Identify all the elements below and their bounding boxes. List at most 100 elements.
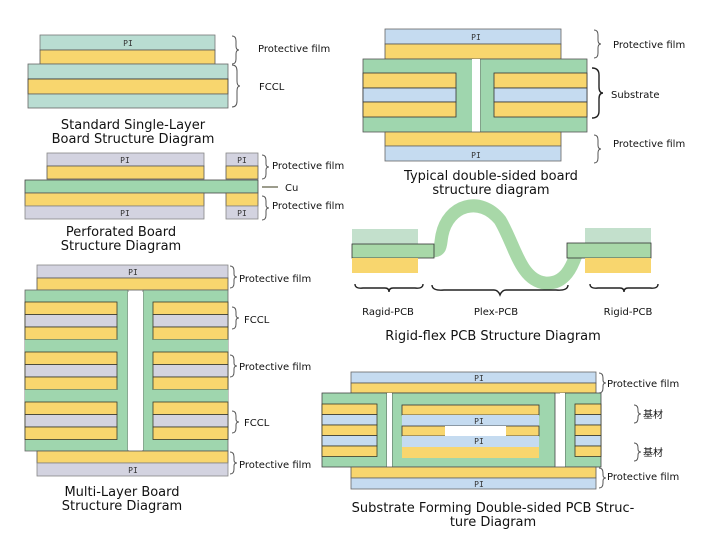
label-protective-film-top: Protective film — [272, 161, 344, 172]
pi-label-top: PI — [474, 374, 484, 383]
pi-label-bottom: PI — [128, 466, 138, 475]
cu-layer — [24, 179, 259, 194]
left-gap — [387, 393, 392, 467]
rigid-right-top — [585, 228, 651, 243]
copper-adhesive-layer — [152, 426, 229, 440]
inner-layers-left — [24, 301, 118, 440]
brace-substrate — [591, 67, 604, 119]
copper-adhesive-layer — [152, 326, 229, 340]
pi-bottom — [36, 462, 229, 477]
rigid-left-top — [352, 229, 418, 244]
brace-protective-film — [231, 35, 240, 65]
adhesive-bottom — [36, 450, 229, 464]
brace-flex — [431, 284, 569, 297]
label-fccl-2: FCCL — [244, 418, 270, 429]
left-inner-layers — [321, 403, 378, 457]
pi-bottom — [384, 145, 562, 162]
label-protective-film-2: Protective film — [239, 362, 311, 373]
brace-protective-film-bottom — [261, 195, 270, 221]
label-right-rigid: Rigid-PCB — [604, 307, 653, 318]
copper-adhesive-layer — [152, 401, 229, 415]
adhesive-bottom — [384, 131, 562, 147]
label-protective-film-1: Protective film — [239, 274, 311, 285]
fccl-top-layer — [27, 63, 229, 80]
core-layer — [25, 389, 117, 402]
double-sided-diagram: PI PI Protective film Substrate Protecti… — [362, 28, 685, 198]
rigid-right-bottom — [585, 258, 651, 273]
title-line-2: Board Structure Diagram — [52, 132, 215, 147]
core-layer — [25, 339, 117, 352]
adhesive-bottom-main — [24, 192, 205, 207]
rigid-left-flex-layer — [351, 243, 435, 259]
title-line-1: Typical double-sided board — [403, 169, 578, 184]
pi-layer — [574, 435, 602, 447]
pi-bottom-side — [225, 205, 259, 220]
label-substrate-2: 基材 — [643, 446, 663, 459]
rigid-left-bottom — [352, 258, 418, 273]
pi-layer — [24, 414, 118, 428]
adhesive-top — [384, 43, 562, 60]
through-hole — [472, 59, 480, 132]
brace-right-rigid — [589, 283, 659, 293]
pi-label-center-lower: PI — [474, 437, 484, 446]
pi-layer — [24, 314, 118, 328]
title: Rigid-flex PCB Structure Diagram — [385, 329, 601, 344]
copper-adhesive-layer — [574, 445, 602, 457]
right-gap — [560, 393, 565, 467]
pi-layer — [152, 414, 229, 428]
pi-layer — [321, 414, 378, 426]
inner-layers-left — [362, 72, 457, 118]
brace-protective-film-bottom — [593, 134, 602, 164]
pi-layer — [152, 314, 229, 328]
brace-protective-film-top — [593, 29, 602, 59]
copper-adhesive-layer — [24, 351, 118, 365]
pi-bottom — [350, 477, 597, 490]
title-line-1: Standard Single-Layer — [61, 118, 206, 133]
pi-bottom-main — [24, 205, 205, 220]
center-void — [445, 426, 506, 436]
copper-adhesive-layer — [321, 445, 378, 457]
core-layer — [153, 339, 228, 352]
pi-label-top: PI — [471, 33, 481, 42]
through-hole — [128, 292, 143, 450]
pi-label: PI — [123, 39, 133, 48]
title-line-1: Multi-Layer Board — [64, 485, 179, 500]
brace-fccl-1 — [231, 306, 240, 330]
fccl-bottom-layer — [27, 93, 229, 109]
copper-adhesive-layer — [24, 301, 118, 315]
substrate-forming-diagram: PI PI PI PI Protective film 基材 基材 Protec… — [321, 371, 679, 530]
pi-layer — [321, 435, 378, 447]
multi-layer-diagram: PI PI Protective film FCCL Protective fi… — [24, 264, 311, 514]
pi-label-top-side: PI — [237, 156, 247, 165]
copper-adhesive-layer — [24, 401, 118, 415]
label-substrate-1: 基材 — [643, 408, 663, 421]
rigid-flex-diagram: Ragid-PCB Plex-PCB Rigid-PCB Rigid-flex … — [351, 199, 659, 344]
pi-layer — [152, 364, 229, 378]
label-flex: Plex-PCB — [474, 307, 518, 318]
brace-protective-film-2 — [229, 354, 238, 378]
label-fccl: FCCL — [259, 82, 285, 93]
copper-adhesive-layer — [321, 403, 378, 415]
brace-substrate-1 — [633, 404, 642, 424]
pi-label-bottom: PI — [471, 151, 481, 160]
adhesive-top-side — [225, 165, 259, 180]
adhesive-top-main — [46, 165, 205, 180]
copper-adhesive-layer — [574, 424, 602, 436]
copper-adhesive-layer — [24, 426, 118, 440]
copper-adhesive-layer — [24, 376, 118, 390]
center-inner-layers — [401, 404, 540, 458]
label-protective-film-top: Protective film — [613, 40, 685, 51]
rigid-right-flex-layer — [566, 242, 652, 259]
pi-label-bottom-main: PI — [120, 209, 130, 218]
title-line-2: Structure Diagram — [62, 499, 182, 514]
pi-label-bottom-side: PI — [237, 209, 247, 218]
label-left-rigid: Ragid-PCB — [362, 307, 414, 318]
adhesive-layer — [39, 49, 216, 65]
title-line-2: ture Diagram — [450, 515, 536, 530]
inner-layers-right — [493, 72, 588, 118]
inner-layers-right — [152, 301, 229, 440]
label-cu: Cu — [285, 183, 298, 194]
brace-protective-film-top — [261, 154, 270, 180]
label-protective-film-top: Protective film — [607, 379, 679, 390]
